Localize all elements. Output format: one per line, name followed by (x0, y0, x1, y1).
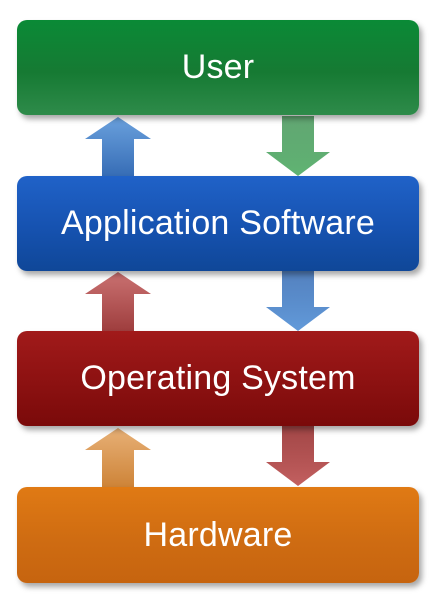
layer-user: User (17, 20, 419, 115)
arrow-os-to-app (85, 272, 151, 333)
arrow-user-to-app (266, 116, 330, 176)
layer-operating-system: Operating System (17, 331, 419, 426)
layer-user-label: User (181, 48, 255, 86)
arrow-hw-to-os (85, 428, 151, 489)
layer-application-label: Application Software (61, 204, 375, 242)
arrow-app-to-user (85, 117, 151, 178)
layer-application-software: Application Software (17, 176, 419, 271)
arrow-os-to-hw (266, 426, 330, 486)
layer-os-label: Operating System (80, 359, 356, 397)
arrow-app-to-os (266, 271, 330, 331)
layer-hardware: Hardware (17, 487, 419, 583)
layer-hardware-label: Hardware (143, 515, 293, 554)
